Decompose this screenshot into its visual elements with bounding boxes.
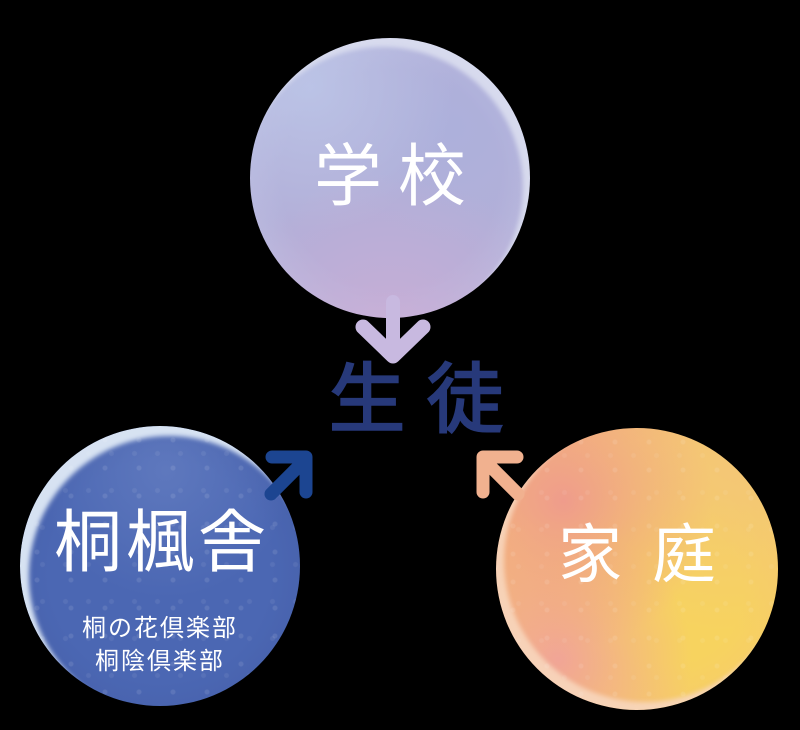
family-to-student-up-left-arrow-icon [476,450,525,501]
family-circle: 家庭 [496,428,778,710]
tofusha-sublabels: 桐の花倶楽部 桐陰倶楽部 [20,612,300,678]
student-label: 生徒 [329,355,525,444]
school-label: 学校 [313,138,482,217]
tofusha-subline-2: 桐陰倶楽部 [95,647,225,675]
tofusha-label: 桐楓舎 [53,504,270,583]
family-label: 家庭 [558,519,746,593]
tofusha-circle: 桐楓舎 桐の花倶楽部 桐陰倶楽部 [20,426,300,706]
school-circle: 学校 [250,38,530,318]
tofusha-subline-1: 桐の花倶楽部 [82,614,238,642]
